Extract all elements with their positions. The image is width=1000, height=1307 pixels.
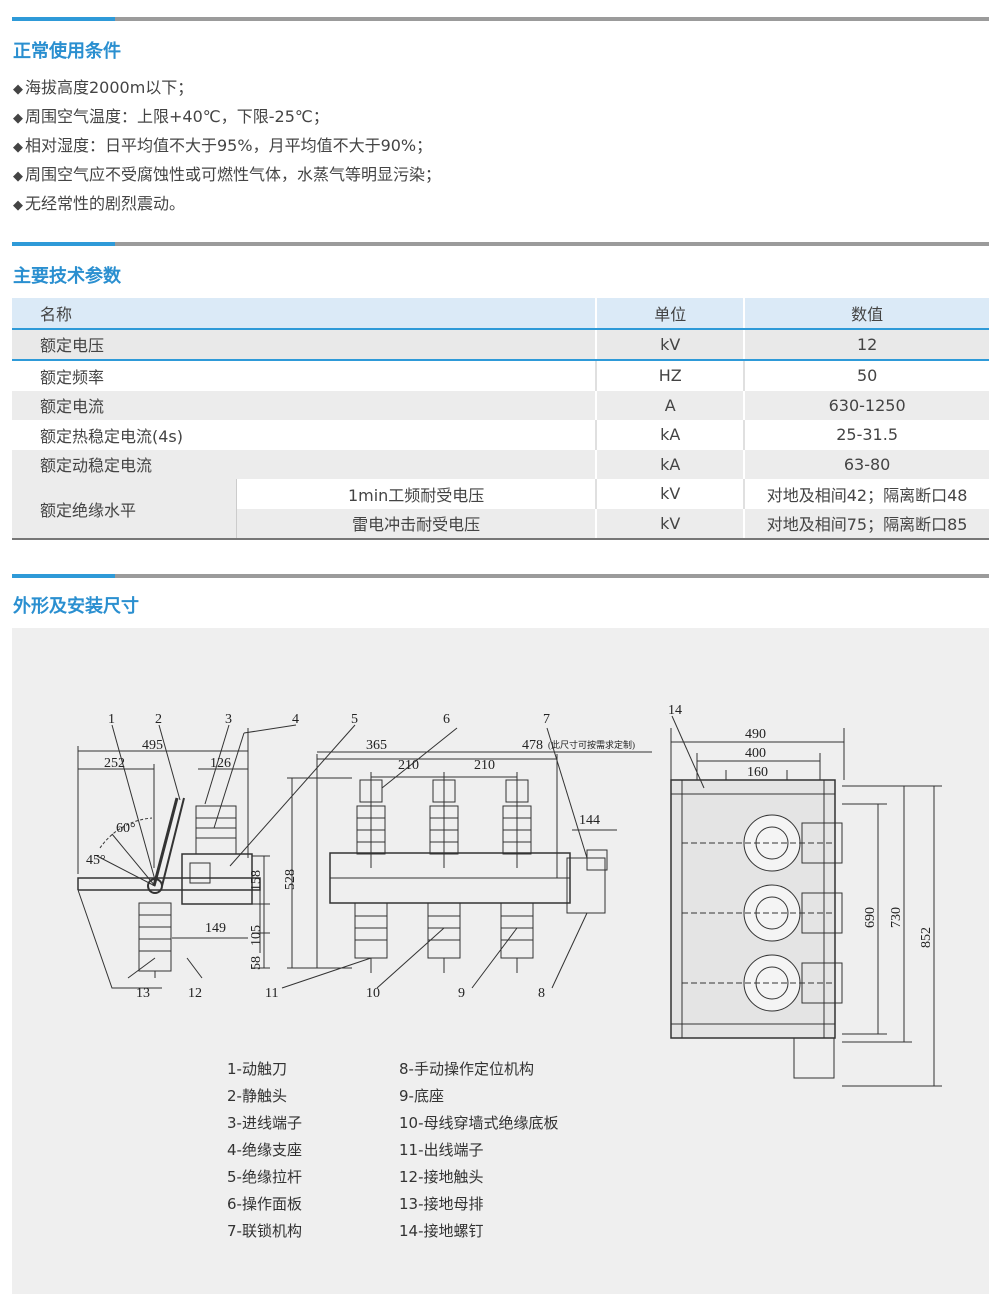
- table-header-row: 名称 单位 数值: [12, 298, 989, 330]
- section-title-dimensions: 外形及安装尺寸: [13, 596, 139, 617]
- svg-text:528: 528: [283, 869, 298, 890]
- svg-text:852: 852: [919, 927, 934, 948]
- svg-text:60°: 60°: [116, 821, 136, 836]
- svg-text:45°: 45°: [86, 853, 106, 868]
- svg-text:730: 730: [889, 907, 904, 928]
- condition-item: ◆无经常性的剧烈震动。: [13, 194, 186, 213]
- header-value: 数值: [743, 298, 989, 330]
- svg-text:58: 58: [249, 956, 264, 970]
- condition-item: ◆周围空气温度：上限+40℃，下限-25℃；: [13, 107, 329, 126]
- callout-9: 9: [458, 986, 465, 1001]
- legend-item: 8-手动操作定位机构: [399, 1060, 534, 1078]
- callout-13: 13: [136, 986, 150, 1001]
- svg-text:160: 160: [747, 765, 768, 780]
- legend-item: 11-出线端子: [399, 1141, 484, 1159]
- header-unit: 单位: [595, 298, 745, 330]
- params-table: 名称 单位 数值 额定电压 kV 12 额定频率 HZ 50 额定电流 A 63…: [12, 298, 989, 540]
- svg-text:690: 690: [863, 907, 878, 928]
- table-row: 额定动稳定电流 kA 63-80: [12, 449, 989, 479]
- bullet-icon: ◆: [13, 198, 23, 213]
- callout-10: 10: [366, 986, 380, 1001]
- table-row: 额定热稳定电流(4s) kA 25-31.5: [12, 420, 989, 450]
- callout-1: 1: [108, 712, 115, 727]
- legend-item: 3-进线端子: [227, 1114, 302, 1132]
- legend-item: 13-接地母排: [399, 1195, 484, 1213]
- condition-item: ◆周围空气应不受腐蚀性或可燃性气体，水蒸气等明显污染；: [13, 165, 442, 184]
- svg-text:490: 490: [745, 727, 766, 742]
- callout-11: 11: [265, 986, 278, 1001]
- legend-left: 1-动触刀 2-静触头 3-进线端子 4-绝缘支座 5-绝缘拉杆 6-操作面板 …: [227, 1056, 302, 1245]
- drawing-panel: 1 2 3 4 5 6 7 13 12 11 10 9 8 14 495 252…: [12, 628, 989, 1294]
- callout-8: 8: [538, 986, 545, 1001]
- table-row: 额定绝缘水平 1min工频耐受电压 kV 对地及相间42；隔离断口48: [12, 479, 989, 540]
- top-view: [670, 715, 942, 1087]
- callout-7: 7: [543, 712, 550, 727]
- condition-item: ◆海拔高度2000m以下；: [13, 78, 194, 97]
- section-divider: [12, 574, 989, 578]
- callout-2: 2: [155, 712, 162, 727]
- callout-14: 14: [668, 703, 682, 718]
- callout-6: 6: [443, 712, 450, 727]
- condition-item: ◆相对湿度：日平均值不大于95%，月平均值不大于90%；: [13, 136, 433, 155]
- legend-item: 4-绝缘支座: [227, 1141, 302, 1159]
- svg-text:144: 144: [579, 813, 600, 828]
- svg-text:495: 495: [142, 738, 163, 753]
- callout-5: 5: [351, 712, 358, 727]
- svg-text:126: 126: [210, 756, 231, 771]
- front-view: [281, 727, 652, 989]
- callout-4: 4: [292, 712, 299, 727]
- dimension-drawing: 1 2 3 4 5 6 7 13 12 11 10 9 8 14 495 252…: [77, 703, 942, 1087]
- svg-text:365: 365: [366, 738, 387, 753]
- table-row: 额定电压 kV 12: [12, 328, 989, 361]
- section-divider: [12, 242, 989, 246]
- legend-item: 9-底座: [399, 1087, 444, 1105]
- table-row: 额定频率 HZ 50: [12, 360, 989, 391]
- svg-text:158: 158: [249, 870, 264, 891]
- svg-text:478: 478: [522, 738, 543, 753]
- section-title-conditions: 正常使用条件: [13, 41, 121, 62]
- bullet-icon: ◆: [13, 82, 23, 97]
- svg-text:400: 400: [745, 746, 766, 761]
- bullet-icon: ◆: [13, 140, 23, 155]
- legend-item: 14-接地螺钉: [399, 1222, 484, 1240]
- callout-12: 12: [188, 986, 202, 1001]
- callout-3: 3: [225, 712, 232, 727]
- legend-item: 10-母线穿墙式绝缘底板: [399, 1114, 559, 1132]
- svg-text:(此尺寸可按需求定制): (此尺寸可按需求定制): [548, 739, 635, 750]
- svg-text:149: 149: [205, 921, 226, 936]
- table-row: 额定电流 A 630-1250: [12, 390, 989, 420]
- legend-item: 2-静触头: [227, 1087, 287, 1105]
- bullet-icon: ◆: [13, 169, 23, 184]
- svg-text:105: 105: [249, 925, 264, 946]
- legend-item: 5-绝缘拉杆: [227, 1168, 302, 1186]
- section-divider: [12, 17, 989, 21]
- table-row: 雷电冲击耐受电压 kV 对地及相间75；隔离断口85: [12, 508, 989, 540]
- legend-item: 1-动触刀: [227, 1060, 287, 1078]
- legend-item: 6-操作面板: [227, 1195, 302, 1213]
- svg-text:252: 252: [104, 756, 125, 771]
- legend-item: 7-联锁机构: [227, 1222, 302, 1240]
- legend-item: 12-接地触头: [399, 1168, 484, 1186]
- header-name: 名称: [12, 298, 597, 330]
- svg-text:210: 210: [398, 758, 419, 773]
- svg-text:210: 210: [474, 758, 495, 773]
- legend-right: 8-手动操作定位机构 9-底座 10-母线穿墙式绝缘底板 11-出线端子 12-…: [399, 1056, 559, 1245]
- section-title-params: 主要技术参数: [13, 266, 121, 287]
- bullet-icon: ◆: [13, 111, 23, 126]
